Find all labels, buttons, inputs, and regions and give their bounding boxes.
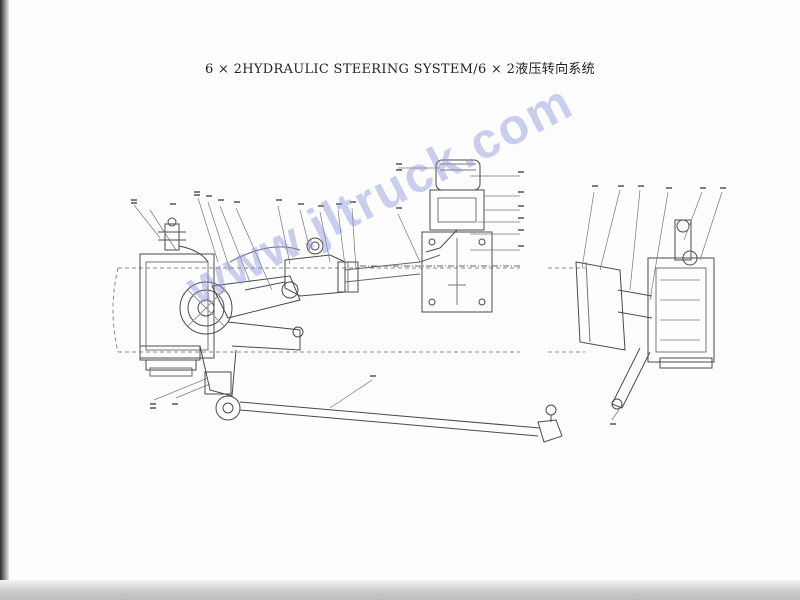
leader-lines <box>133 167 723 421</box>
scan-shadow-bottom <box>0 580 800 600</box>
steering-gear-housing <box>139 253 233 377</box>
right-steering-gear <box>575 219 715 410</box>
diagram-title: 6 × 2HYDRAULIC STEERING SYSTEM/6 × 2液压转向… <box>205 62 595 77</box>
pitman-arm <box>199 275 304 397</box>
hydraulic-hoses <box>229 246 520 283</box>
frame-rail <box>112 267 585 353</box>
control-valve <box>158 217 209 263</box>
oil-reservoir <box>284 237 359 297</box>
scan-shadow-left <box>0 0 9 600</box>
part-number-callouts <box>131 163 726 425</box>
drag-link <box>215 395 563 443</box>
